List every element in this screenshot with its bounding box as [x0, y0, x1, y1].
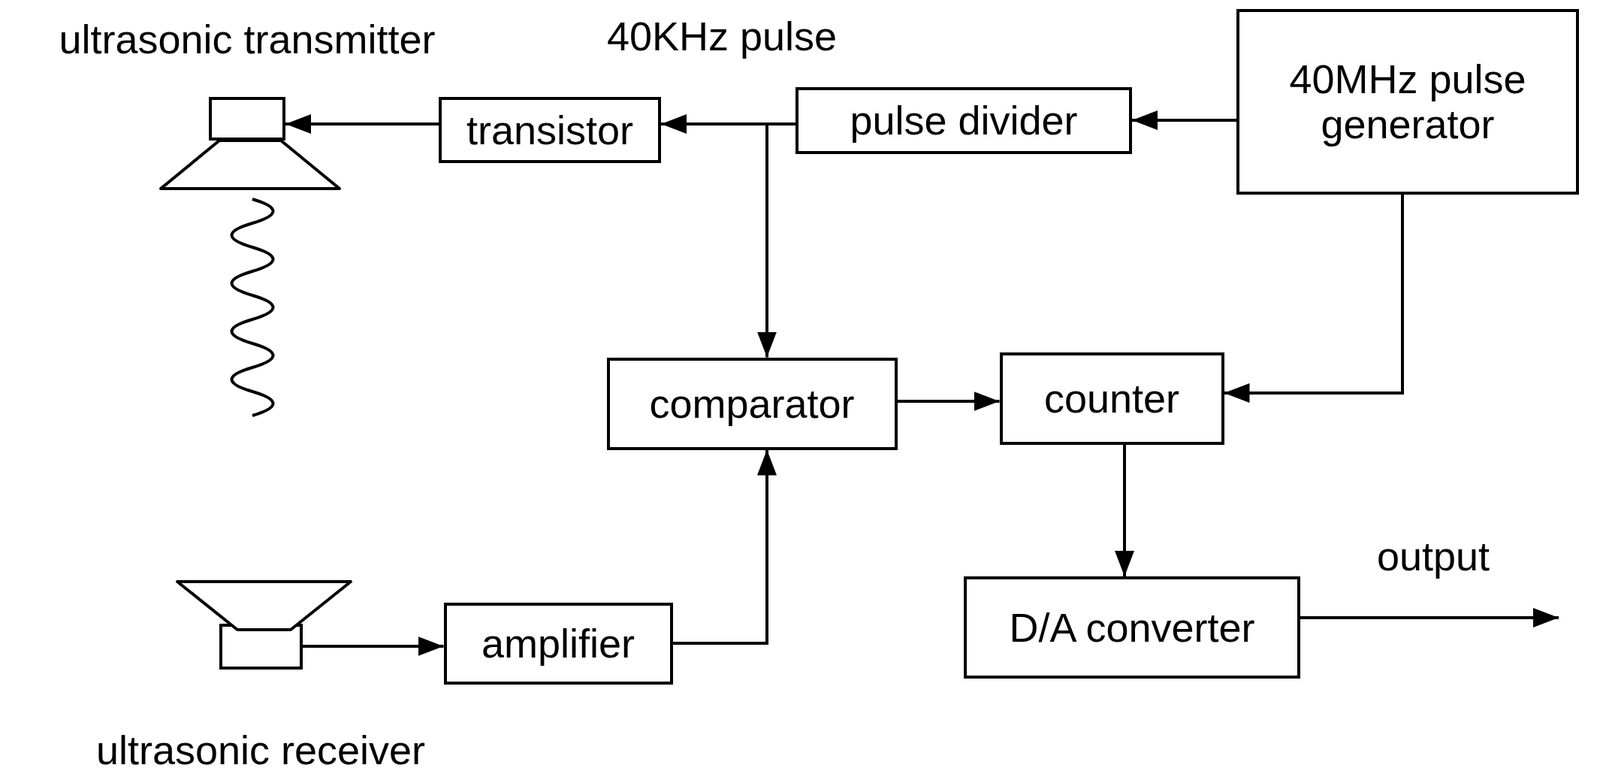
process-box: pulse divider [795, 87, 1133, 154]
box-label: D/A converter [1008, 604, 1255, 650]
process-box: comparator [606, 357, 898, 450]
speaker-cone [211, 99, 213, 101]
process-box: amplifier [443, 602, 674, 685]
sound-wave [232, 199, 274, 416]
signal-connector [1132, 118, 1237, 122]
box-label: comparator [649, 380, 855, 426]
box-label: transistor [466, 107, 634, 153]
output-arrow [1300, 615, 1559, 619]
signal-connector [285, 122, 439, 126]
speaker-cone [160, 140, 340, 189]
box-label: counter [1044, 375, 1180, 421]
speaker-label: ultrasonic transmitter [58, 15, 435, 63]
process-box: transistor [438, 96, 662, 164]
process-box: counter [999, 352, 1225, 445]
receiver-speaker: ultrasonic receiver [219, 623, 303, 670]
transmitter-speaker: ultrasonic transmitter [208, 96, 286, 141]
speaker-cone [177, 581, 351, 630]
output-label: output [1373, 532, 1493, 580]
box-label: amplifier [481, 620, 635, 666]
signal-connector [302, 644, 444, 648]
signal-connector [897, 399, 1000, 403]
box-label: pulse divider [849, 97, 1078, 143]
speaker-label: ultrasonic receiver [96, 726, 426, 771]
signal-connector [673, 449, 768, 644]
speaker-cone [222, 626, 224, 628]
signal-connector [1224, 194, 1404, 394]
box-label: 40MHz pulse generator [1251, 56, 1564, 148]
signal-label: 40KHz pulse [603, 12, 840, 60]
process-box: D/A converter [963, 576, 1301, 679]
process-box: 40MHz pulse generator [1236, 9, 1579, 195]
signal-connector [766, 123, 796, 358]
signal-connector [1123, 444, 1127, 577]
